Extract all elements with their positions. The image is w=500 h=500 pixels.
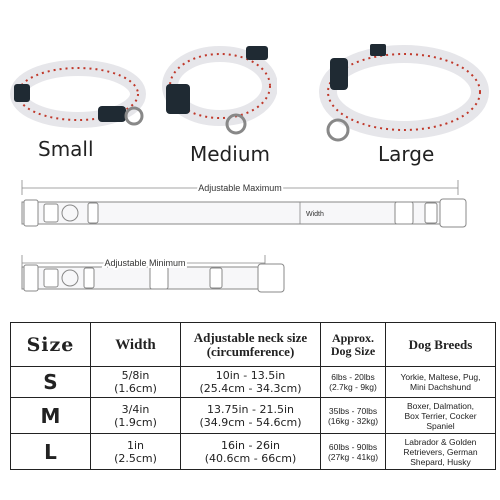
breeds-cell: Labrador & Golden Retrievers, German She… (385, 433, 496, 470)
neck-in: 16in - 26in (220, 438, 280, 452)
dog-kg: (27kg - 41kg) (327, 451, 379, 462)
dog-lbs: 60lbs - 90lbs (328, 441, 378, 452)
width-cm: (1.9cm) (114, 415, 157, 429)
dog-size-cell: 60lbs - 90lbs (27kg - 41kg) (320, 433, 386, 470)
neck-in: 13.75in - 21.5in (206, 402, 294, 416)
size-cell: L (10, 433, 91, 470)
dog-size-cell: 6lbs - 20lbs (2.7kg - 9kg) (320, 365, 386, 399)
medium-collar-image (162, 46, 277, 135)
breeds-line1: Yorkie, Maltese, Pug, (400, 372, 481, 383)
breeds-line2: Box Terrier, Cocker (404, 410, 477, 421)
table-row: M 3/4in (1.9cm) 13.75in - 21.5in (34.9cm… (10, 397, 496, 435)
collar-minimum-outline (21, 255, 285, 293)
header-dog-breeds: Dog Breeds (385, 322, 496, 367)
header-neck-size: Adjustable neck size (circumference) (180, 322, 321, 367)
header-dog-line1: Approx. (331, 330, 375, 345)
adjustable-size-diagram: Adjustable Maximum Width Adjustable Mini… (21, 180, 467, 293)
header-dog-size: Approx. Dog Size (320, 322, 386, 367)
width-in: 1in (126, 438, 145, 452)
neck-cell: 10in - 13.5in (25.4cm - 34.3cm) (180, 365, 321, 399)
width-cm: (1.6cm) (114, 382, 157, 396)
neck-cm: (25.4cm - 34.3cm) (199, 382, 302, 396)
adjustable-minimum-label: Adjustable Minimum (104, 258, 185, 268)
width-cell: 1in (2.5cm) (90, 433, 181, 470)
large-size-label: Large (378, 142, 435, 166)
dog-kg: (2.7kg - 9kg) (329, 382, 377, 393)
breeds-cell: Yorkie, Maltese, Pug, Mini Dachshund (385, 365, 496, 399)
header-dog-line2: Dog Size (330, 343, 376, 358)
breeds-line1: Labrador & Golden (404, 436, 477, 447)
breeds-line1: Boxer, Dalmation, (406, 400, 475, 411)
small-collar-image (10, 60, 146, 128)
width-in: 5/8in (121, 369, 150, 383)
collar-maximum-outline (21, 180, 467, 228)
dog-lbs: 35lbs - 70lbs (328, 405, 378, 416)
breeds-line3: Spaniel (426, 420, 455, 431)
table-row: S 5/8in (1.6cm) 10in - 13.5in (25.4cm - … (10, 365, 496, 399)
neck-cm: (40.6cm - 66cm) (204, 451, 297, 465)
neck-cell: 16in - 26in (40.6cm - 66cm) (180, 433, 321, 470)
breeds-line2: Retrievers, German (403, 446, 478, 457)
width-in: 3/4in (121, 402, 150, 416)
width-label: Width (306, 211, 324, 218)
neck-in: 10in - 13.5in (215, 369, 286, 383)
size-cell: M (10, 397, 91, 435)
size-cell: S (10, 365, 91, 399)
header-neck-line1: Adjustable neck size (193, 329, 308, 345)
table-header-row: Size Width Adjustable neck size (circumf… (10, 322, 496, 367)
breeds-cell: Boxer, Dalmation, Box Terrier, Cocker Sp… (385, 397, 496, 435)
width-cell: 5/8in (1.6cm) (90, 365, 181, 399)
breeds-line2: Mini Dachshund (410, 382, 471, 393)
large-collar-image (319, 44, 489, 142)
table-row: L 1in (2.5cm) 16in - 26in (40.6cm - 66cm… (10, 433, 496, 470)
width-cell: 3/4in (1.9cm) (90, 397, 181, 435)
adjustable-maximum-label: Adjustable Maximum (198, 183, 282, 193)
dog-lbs: 6lbs - 20lbs (331, 372, 375, 383)
header-width: Width (90, 322, 181, 367)
header-neck-line2: (circumference) (206, 343, 295, 359)
breeds-line3: Shepard, Husky (410, 456, 471, 467)
dog-size-cell: 35lbs - 70lbs (16kg - 32kg) (320, 397, 386, 435)
small-size-label: Small (38, 137, 94, 161)
width-cm: (2.5cm) (114, 451, 157, 465)
size-chart-table: Size Width Adjustable neck size (circumf… (10, 322, 496, 470)
neck-cell: 13.75in - 21.5in (34.9cm - 54.6cm) (180, 397, 321, 435)
medium-size-label: Medium (190, 142, 270, 166)
neck-cm: (34.9cm - 54.6cm) (199, 415, 302, 429)
dog-kg: (16kg - 32kg) (327, 415, 379, 426)
header-size: Size (10, 322, 91, 367)
